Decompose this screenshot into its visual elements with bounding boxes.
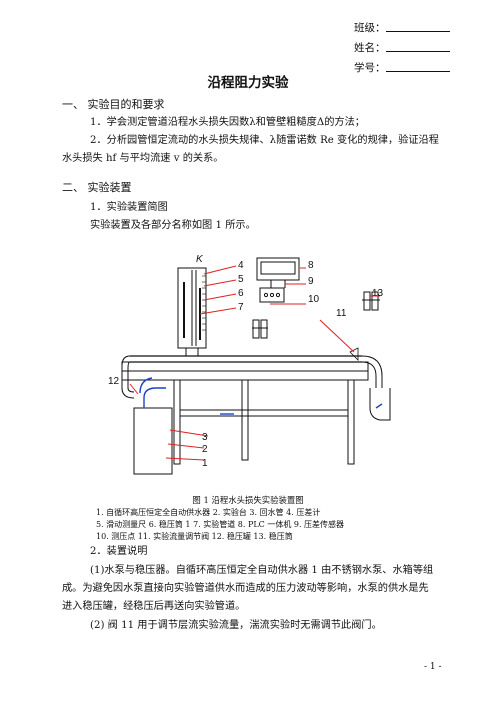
section3-p2: (2) 阀 11 用于调节层流实验流量，湍流实验时无需调节此阀门。 bbox=[90, 620, 382, 631]
label-3: 3 bbox=[202, 432, 208, 443]
class-label: 班级： bbox=[354, 22, 386, 34]
section1-heading: 一、 实验目的和要求 bbox=[62, 98, 165, 111]
figure-legend-line1: 1. 自循环高压恒定全自动供水器 2. 实验台 3. 回水管 4. 压差计 bbox=[96, 508, 321, 517]
page-number: - 1 - bbox=[424, 662, 442, 672]
label-10: 10 bbox=[308, 294, 320, 305]
student-id-label: 学号： bbox=[354, 62, 386, 74]
class-blank-line bbox=[386, 31, 450, 32]
section2-sub1: 1．实验装置简图 bbox=[90, 202, 168, 213]
section3-sub2: 2．装置说明 bbox=[90, 546, 148, 557]
name-field: 姓名： bbox=[354, 40, 450, 55]
figure-caption: 图 1 沿程水头损失实验装置图 bbox=[192, 495, 304, 505]
section2-sub1-text: 实验装置及各部分名称如图 1 所示。 bbox=[90, 220, 256, 231]
label-7: 7 bbox=[238, 302, 244, 313]
figure-legend-line3: 10. 测压点 11. 实验流量调节阀 12. 稳压罐 13. 稳压筒 bbox=[96, 532, 293, 541]
apparatus-diagram: K 4 5 6 7 8 9 10 11 13 12 3 2 1 bbox=[108, 254, 391, 475]
label-11: 11 bbox=[336, 308, 347, 319]
name-blank-line bbox=[386, 51, 450, 52]
figure-legend-line2: 5. 滑动测量尺 6. 稳压筒 1 7. 实验管道 8. PLC 一体机 9. … bbox=[96, 520, 345, 529]
label-2: 2 bbox=[202, 444, 208, 455]
section3-p1-line3: 进入稳压罐，经稳压后再送向实验管道。 bbox=[62, 601, 246, 612]
student-id-blank-line bbox=[386, 71, 450, 72]
section3-p1-line1: (1)水泵与稳压器。自循环高压恒定全自动供水器 1 由不锈钢水泵、水箱等组 bbox=[90, 565, 434, 576]
label-K: K bbox=[196, 254, 204, 265]
water-supply-tank bbox=[133, 407, 173, 475]
plc-unit bbox=[256, 257, 300, 281]
section1-item2-line1: 2．分析园管恒定流动的水头损失规律、λ随雷诺数 Re 变化的规律，验证沿程 bbox=[90, 135, 439, 146]
label-5: 5 bbox=[238, 274, 244, 285]
label-4: 4 bbox=[238, 260, 244, 271]
label-9: 9 bbox=[308, 276, 314, 287]
differential-manometer-board bbox=[177, 267, 207, 349]
student-id-field: 学号： bbox=[354, 60, 450, 75]
section1-item1: 1．学会测定管道沿程水头损失因数λ和管壁粗糙度Δ的方法； bbox=[90, 117, 365, 128]
label-8: 8 bbox=[308, 260, 314, 271]
label-13: 13 bbox=[372, 288, 384, 299]
pressure-sensor bbox=[259, 287, 285, 303]
label-6: 6 bbox=[238, 288, 244, 299]
section1-item2-line2: 水头损失 hf 与平均流速 v 的关系。 bbox=[62, 153, 224, 164]
label-12: 12 bbox=[108, 376, 120, 387]
page-title: 沿程阻力实验 bbox=[207, 75, 289, 91]
section3-p1-line2: 成。为避免因水泵直接向实验管道供水而造成的压力波动等影响，水泵的供水是先 bbox=[62, 583, 429, 594]
section2-heading: 二、 实验装置 bbox=[62, 181, 132, 194]
name-label: 姓名： bbox=[354, 42, 386, 54]
class-field: 班级： bbox=[354, 20, 450, 35]
label-1: 1 bbox=[202, 458, 208, 469]
